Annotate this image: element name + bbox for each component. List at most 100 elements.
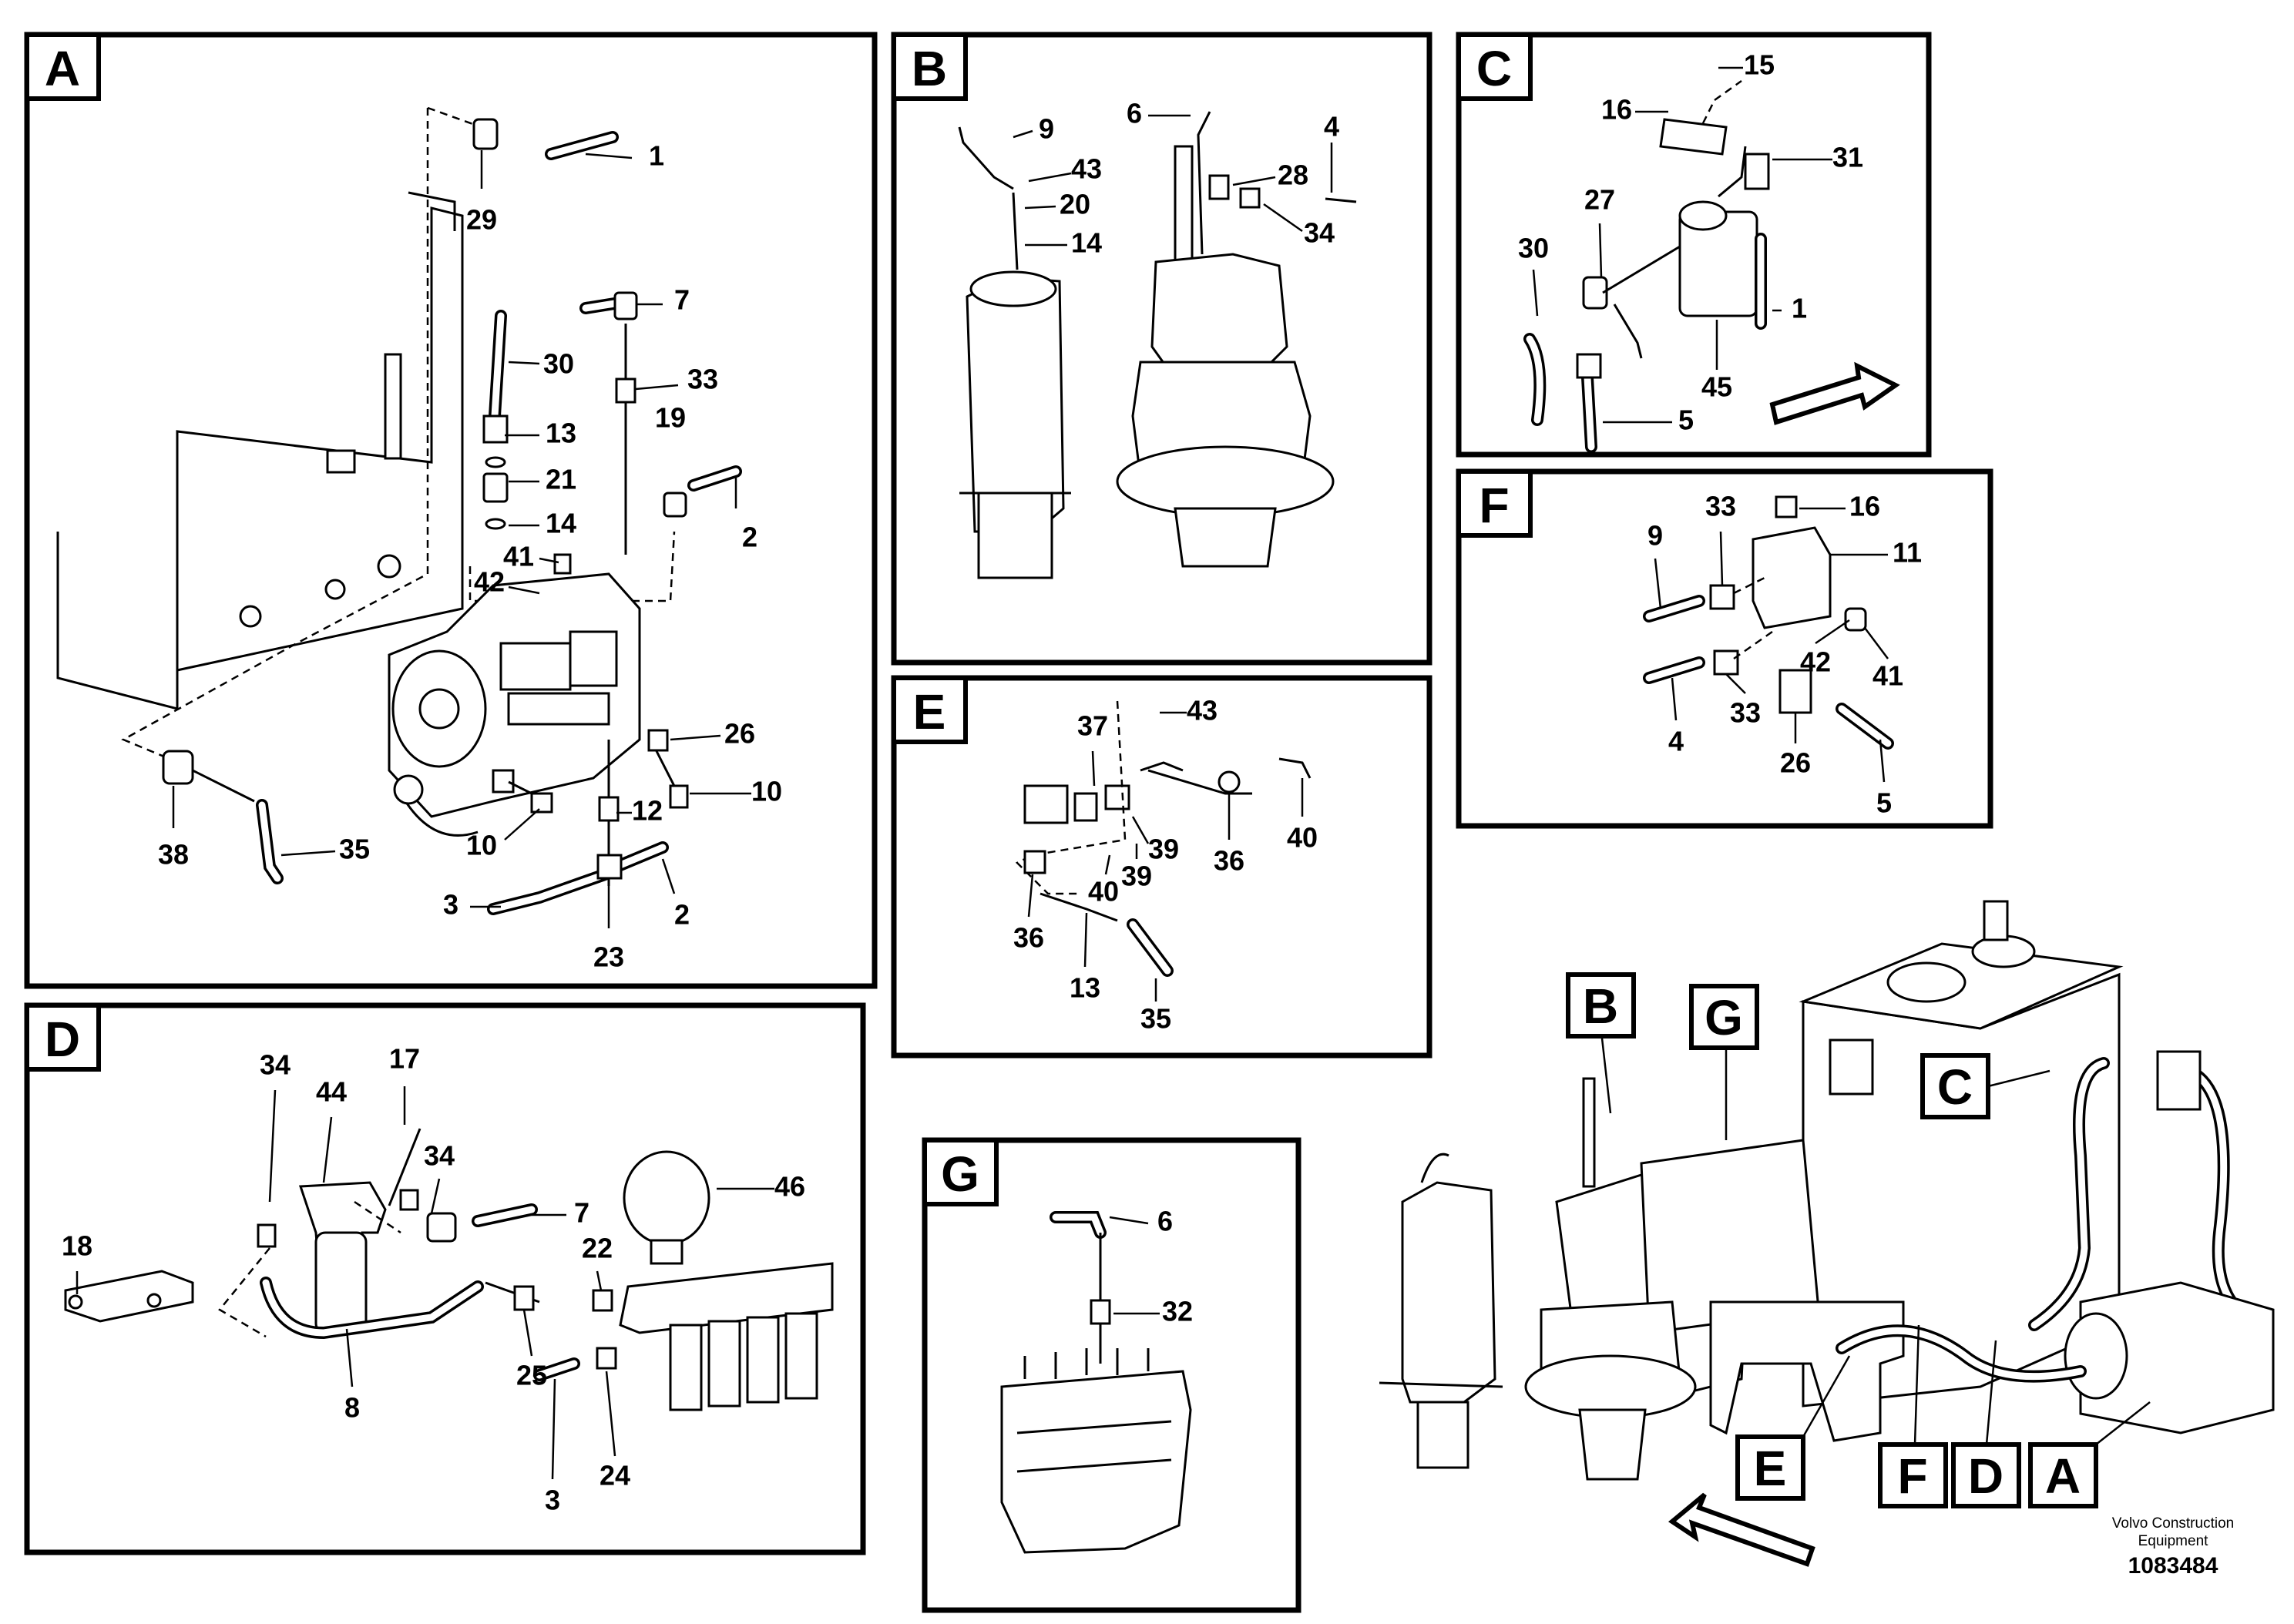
part-number-label: 38 xyxy=(158,839,189,871)
part-number-label: 39 xyxy=(1121,861,1152,892)
part-number-label: 7 xyxy=(674,284,690,316)
leader-line xyxy=(430,1178,441,1214)
panel-tag-d: D xyxy=(45,1012,80,1067)
part-number-label: 33 xyxy=(1730,697,1761,729)
leader-line xyxy=(1598,223,1603,278)
part-number-label: 43 xyxy=(1187,695,1218,726)
callout-g: G xyxy=(1705,990,1743,1045)
part-number-label: 43 xyxy=(1071,153,1102,185)
part-number-label: 26 xyxy=(1780,747,1811,779)
leader-line xyxy=(585,153,633,159)
callout-f: F xyxy=(1897,1448,1927,1504)
leader-line xyxy=(1654,558,1662,609)
part-number-label: 9 xyxy=(1647,520,1663,552)
part-number-label: 15 xyxy=(1744,49,1775,81)
brand-line1: Volvo Construction xyxy=(2112,1515,2234,1532)
drawing-number: 1083484 xyxy=(2128,1553,2218,1579)
part-number-label: 10 xyxy=(466,830,497,861)
leader-line xyxy=(1028,172,1072,183)
part-number-label: 1 xyxy=(1792,293,1807,324)
panel-tag-b: B xyxy=(912,41,947,96)
panel-c-artwork xyxy=(1523,79,1900,453)
part-number-label: 19 xyxy=(655,402,686,434)
leader-line xyxy=(268,1089,277,1203)
part-number-label: 14 xyxy=(1071,227,1102,259)
leader-line xyxy=(1879,739,1886,783)
part-number-label: 34 xyxy=(1304,217,1335,249)
part-number-label: 13 xyxy=(1070,972,1100,1004)
leader-line xyxy=(1104,854,1111,875)
leader-line xyxy=(1671,677,1678,721)
part-number-label: 42 xyxy=(474,566,505,598)
leader-line xyxy=(508,361,540,365)
leader-line xyxy=(322,1116,333,1183)
part-number-label: 22 xyxy=(582,1233,613,1264)
leader-line xyxy=(1864,627,1889,659)
leader-line xyxy=(1024,205,1056,210)
part-number-label: 3 xyxy=(443,889,458,921)
leader-line xyxy=(522,1309,533,1357)
part-number-label: 5 xyxy=(1876,787,1892,819)
leader-line xyxy=(508,586,540,595)
part-number-label: 16 xyxy=(1849,491,1880,522)
part-number-label: 35 xyxy=(1140,1003,1171,1035)
part-number-label: 31 xyxy=(1832,142,1863,173)
part-number-label: 34 xyxy=(424,1140,455,1172)
leader-line xyxy=(1013,129,1033,139)
callout-b: B xyxy=(1583,978,1618,1034)
leader-line xyxy=(1083,912,1088,968)
leader-line xyxy=(670,734,721,741)
part-number-label: 30 xyxy=(1518,233,1549,264)
panel-a-artwork xyxy=(56,106,742,915)
part-number-label: 1 xyxy=(649,140,664,172)
part-number-label: 41 xyxy=(1872,660,1903,692)
part-number-label: 44 xyxy=(316,1076,347,1108)
part-number-label: 16 xyxy=(1601,94,1632,126)
part-number-label: 9 xyxy=(1039,113,1054,145)
leader-line xyxy=(551,1378,556,1480)
part-number-label: 39 xyxy=(1148,834,1179,865)
part-number-label: 46 xyxy=(774,1171,805,1203)
leader-line xyxy=(280,850,336,857)
part-number-label: 34 xyxy=(260,1049,291,1081)
part-number-label: 42 xyxy=(1800,646,1831,678)
callout-a: A xyxy=(2045,1448,2081,1504)
leader-line xyxy=(539,557,559,564)
part-number-label: 45 xyxy=(1701,371,1732,403)
part-number-label: 2 xyxy=(742,522,757,553)
callout-d: D xyxy=(1968,1448,2003,1504)
leader-line xyxy=(1815,619,1850,645)
part-number-label: 3 xyxy=(545,1485,560,1516)
part-number-label: 32 xyxy=(1162,1296,1193,1327)
leader-line xyxy=(596,1270,603,1291)
leader-line xyxy=(1027,874,1034,918)
panel-F: F xyxy=(1456,468,1993,829)
part-number-label: 4 xyxy=(1324,111,1339,143)
panel-tag-g: G xyxy=(941,1146,979,1202)
panel-tag-c: C xyxy=(1476,41,1512,96)
part-number-label: 40 xyxy=(1287,822,1318,854)
part-number-label: 11 xyxy=(1893,537,1922,569)
overview-artwork xyxy=(1379,900,2275,1567)
part-number-label: 24 xyxy=(600,1460,630,1491)
part-number-label: 10 xyxy=(751,776,782,807)
part-number-label: 37 xyxy=(1077,710,1108,742)
part-number-label: 12 xyxy=(632,795,663,827)
part-number-label: 14 xyxy=(546,508,576,539)
panel-A: A xyxy=(24,32,878,989)
leader-line xyxy=(1719,531,1724,586)
panel-b-artwork xyxy=(958,111,1357,579)
part-number-label: 36 xyxy=(1214,845,1244,877)
footer: Volvo Construction Equipment 1083484 xyxy=(2112,1515,2234,1579)
part-number-label: 29 xyxy=(466,204,497,236)
part-number-label: 27 xyxy=(1584,184,1615,216)
callout-c: C xyxy=(1937,1059,1973,1115)
panel-tag-f: F xyxy=(1479,478,1509,533)
part-number-label: 35 xyxy=(339,834,370,865)
part-number-label: 17 xyxy=(389,1043,420,1075)
part-number-label: 36 xyxy=(1013,922,1044,954)
part-number-label: 6 xyxy=(1127,98,1142,129)
part-number-label: 13 xyxy=(546,418,576,449)
part-number-label: 28 xyxy=(1278,159,1308,191)
